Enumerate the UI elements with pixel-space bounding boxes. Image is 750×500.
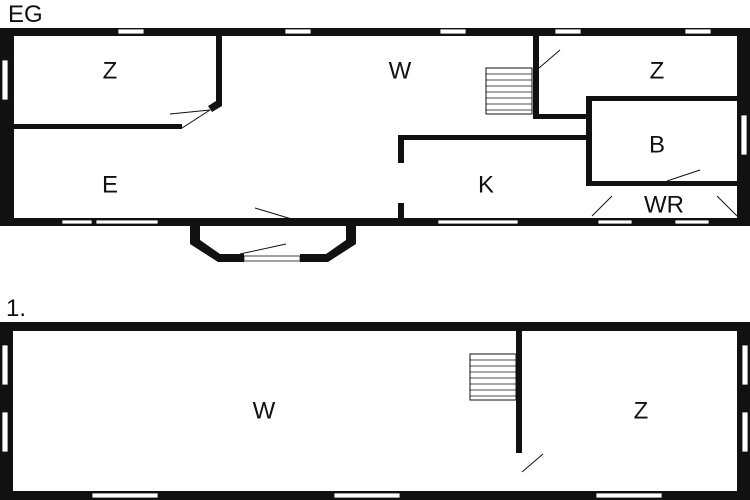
room-label-e: E: [102, 171, 118, 198]
wall-w-z: [516, 331, 522, 453]
room-label-w: W: [389, 57, 412, 84]
window: [597, 219, 633, 225]
wall-stair-side: [533, 114, 591, 119]
window: [61, 219, 93, 225]
entrance-bay-left: [190, 222, 244, 262]
wall-w-z-right: [533, 36, 539, 118]
room-label-z-right: Z: [650, 57, 665, 84]
room-label-z: Z: [103, 57, 118, 84]
door-b: [666, 169, 701, 182]
window: [674, 219, 710, 225]
window: [595, 492, 663, 499]
wall-b-wr: [590, 181, 737, 186]
staircase: [469, 353, 517, 401]
bay-door: [239, 243, 287, 255]
outer-wall-left: [0, 28, 14, 226]
window: [243, 255, 301, 262]
room-label-w: W: [253, 397, 276, 424]
window: [1, 59, 9, 101]
front-door: [254, 207, 296, 221]
wall-k-left-lower: [398, 203, 404, 218]
window: [333, 492, 401, 499]
window: [439, 28, 467, 35]
window: [741, 344, 749, 386]
wall-k-left-upper: [398, 135, 404, 163]
window: [741, 411, 749, 453]
first-floor-plan: 1. W Z: [0, 295, 750, 500]
door-z: [521, 453, 544, 473]
wall-b-left: [586, 96, 592, 186]
entrance-bay-right: [300, 222, 356, 262]
room-label-b: B: [649, 131, 665, 158]
first-floor-label: 1.: [6, 295, 26, 322]
window: [554, 28, 582, 35]
staircase: [485, 67, 533, 115]
window: [684, 28, 712, 35]
window: [437, 219, 519, 225]
window: [95, 219, 159, 225]
door-wr-left: [591, 195, 613, 217]
door-z-swing: [181, 109, 211, 129]
ground-floor-label: EG: [8, 1, 43, 28]
door-z: [169, 109, 211, 115]
window: [117, 28, 145, 35]
outer-wall-bottom: [0, 218, 750, 226]
outer-wall-top: [0, 28, 750, 36]
wall-w-k: [400, 135, 592, 140]
door-wr-right: [716, 195, 738, 217]
room-label-z: Z: [634, 397, 649, 424]
wall-z-w: [208, 36, 222, 112]
window: [91, 492, 159, 499]
window: [1, 411, 9, 453]
ground-floor-plan: EG: [0, 1, 750, 262]
outer-wall-top: [0, 322, 750, 331]
room-label-wr: WR: [644, 191, 684, 218]
wall-z-b: [586, 96, 737, 101]
window: [284, 28, 312, 35]
window: [1, 344, 9, 386]
wall-z-e: [14, 124, 182, 129]
room-label-k: K: [478, 171, 494, 198]
door-z-right: [538, 49, 561, 69]
window: [740, 114, 748, 156]
